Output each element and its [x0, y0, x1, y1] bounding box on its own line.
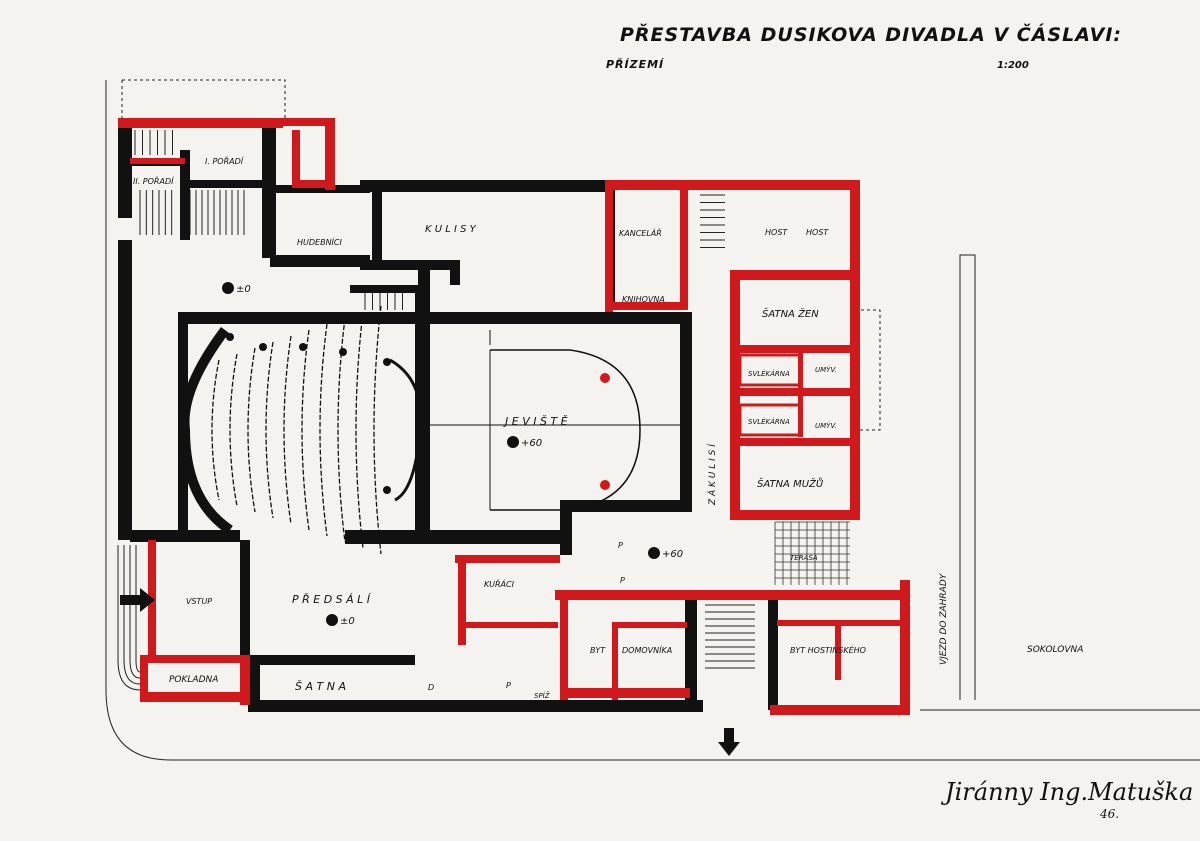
room-cloakroom: Š A T N A: [295, 680, 346, 693]
seat-row: [355, 311, 364, 549]
room-library: KNIHOVNA: [622, 295, 665, 304]
stairs: [134, 130, 755, 669]
sokolovna-label: SOKOLOVNA: [1027, 645, 1083, 655]
room-p-mark-1: P: [506, 681, 511, 690]
seat-row: [373, 305, 382, 555]
room-guest-2: HOST: [806, 228, 829, 237]
signature-year: 46.: [1099, 807, 1119, 821]
level-labels: ±0 +60 ±0 +60: [236, 284, 683, 627]
seat-row: [247, 347, 256, 513]
room-innkeeper-flat: BYT HOSTINSKÉHO: [790, 644, 866, 655]
room-office: KANCELÁŘ: [619, 227, 662, 238]
room-second-tier: II. POŘADÍ: [133, 175, 175, 186]
seat-row: [283, 335, 292, 525]
room-women-dressing: ŠATNA ŽEN: [762, 307, 819, 320]
room-changing-2: SVLÉKÁRNA: [748, 417, 790, 426]
room-entrance: VSTUP: [186, 597, 212, 606]
room-changing-1: SVLÉKÁRNA: [748, 369, 790, 378]
stage-marks: [600, 373, 610, 490]
site-lines: [105, 79, 1200, 761]
seat-row: [229, 353, 238, 507]
main-entrance-arrow-icon: [718, 728, 740, 756]
room-d-mark: D: [428, 683, 434, 692]
room-pantry: SPÍŽ: [534, 691, 550, 700]
level-auditorium: ±0: [236, 284, 251, 295]
garden-road-label: VJEZD DO ZAHRADY: [939, 572, 949, 665]
terrace-tiles: [774, 521, 850, 585]
entrance-arrow-icon: [120, 588, 155, 612]
columns: [226, 333, 391, 494]
scale-label: 1:200: [997, 60, 1029, 71]
level-backstage: +60: [662, 549, 683, 560]
room-guest-1: HOST: [765, 228, 788, 237]
auditorium-outline: [179, 327, 680, 535]
entrance-steps: [117, 545, 141, 691]
room-stage: J E V I Š T Ě: [503, 415, 568, 428]
drawing-title: PŘESTAVBA DUSIKOVA DIVADLA V ČÁSLAVI:: [620, 24, 1122, 46]
seat-row: [265, 341, 274, 519]
seat-row: [337, 317, 346, 543]
level-markers: [222, 282, 660, 626]
room-flat: BYT: [590, 646, 606, 655]
room-first-tier: I. POŘADÍ: [205, 155, 245, 166]
room-labels: II. POŘADÍ I. POŘADÍ HUDEBNÍCI K U L I S…: [133, 155, 866, 700]
level-stage: +60: [521, 438, 542, 449]
room-men-dressing: ŠATNA MUŽŮ: [757, 477, 824, 490]
room-musicians: HUDEBNÍCI: [297, 236, 343, 247]
architect-signature: Jiránny Ing.Matuška: [940, 778, 1193, 806]
room-smoking: KUŘÁCI: [484, 578, 515, 589]
seating-rows: [211, 305, 382, 555]
room-foyer: P Ř E D S Á L Í: [292, 593, 372, 606]
seat-row: [319, 323, 328, 537]
room-caretaker: DOMOVNÍKA: [622, 644, 672, 655]
seat-row: [301, 329, 310, 531]
room-backstage: Z Á K U L I S Í: [706, 443, 718, 506]
room-wings: K U L I S Y: [425, 224, 477, 235]
room-wash-1: UMÝV.: [815, 365, 837, 374]
seat-row: [211, 359, 220, 501]
level-foyer: ±0: [340, 616, 355, 627]
floor-label: PŘÍZEMÍ: [606, 58, 665, 71]
room-wash-2: UMÝV.: [815, 421, 837, 430]
room-p-mark-2: P: [618, 541, 623, 550]
room-terrace: TERASA: [790, 554, 818, 562]
room-p-mark-3: P: [620, 576, 625, 585]
room-box-office: POKLADNA: [169, 675, 218, 685]
